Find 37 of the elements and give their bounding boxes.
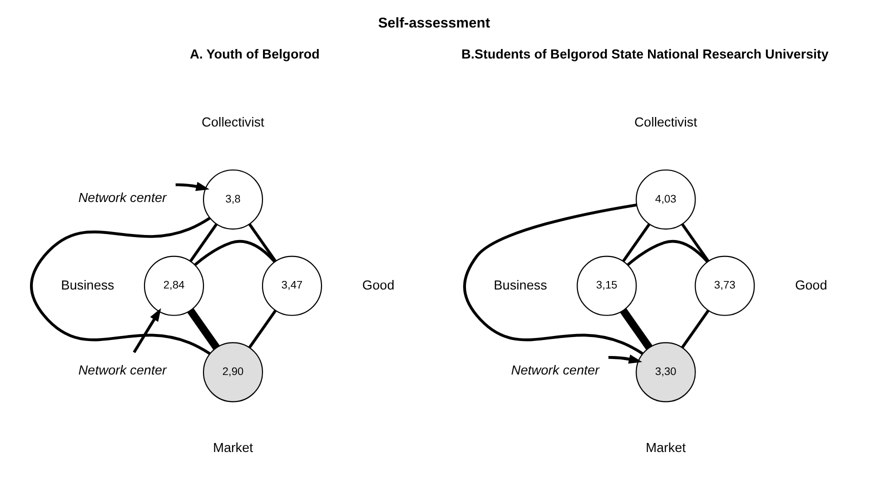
connector [194, 240, 276, 266]
node-text: Network center [511, 362, 600, 378]
node-circle: 3,8 [202, 169, 264, 230]
node-label: Market [646, 440, 686, 456]
diagram-title: Self-assessment [378, 15, 490, 32]
node-label: Market [212, 440, 254, 456]
node-text: Network center [78, 362, 167, 378]
connector [189, 223, 218, 262]
connector [681, 223, 710, 262]
node-label: Good [362, 277, 394, 292]
node-circle: 2,90 [202, 342, 264, 402]
node-circle: 3,15 [576, 256, 637, 316]
connector [30, 216, 211, 355]
node-text: Network center [78, 190, 167, 205]
node-circle: 3,73 [694, 256, 755, 316]
connector [681, 310, 710, 348]
arrow [608, 354, 642, 364]
label: A. Youth of Belgorod [190, 46, 320, 62]
node-circle: 3,30 [636, 342, 696, 402]
node-label: Collectivist [202, 114, 264, 130]
node-label: Business [494, 277, 548, 292]
arrow [176, 182, 210, 191]
label: B.Students of Belgorod State National Research University [461, 46, 829, 62]
node-circle: 4,03 [636, 169, 696, 230]
node-label: Business [61, 277, 114, 292]
connector [622, 223, 650, 262]
arrow [132, 308, 162, 354]
connector [626, 240, 709, 266]
node-label: Collectivist [634, 114, 698, 130]
connector [187, 308, 220, 350]
node-circle: 3,47 [262, 256, 322, 316]
connector [248, 223, 277, 262]
node-label: Good [795, 277, 828, 292]
connector [463, 204, 644, 355]
node-circle: 2,84 [144, 256, 204, 316]
connector [248, 310, 277, 348]
connector [620, 308, 652, 350]
